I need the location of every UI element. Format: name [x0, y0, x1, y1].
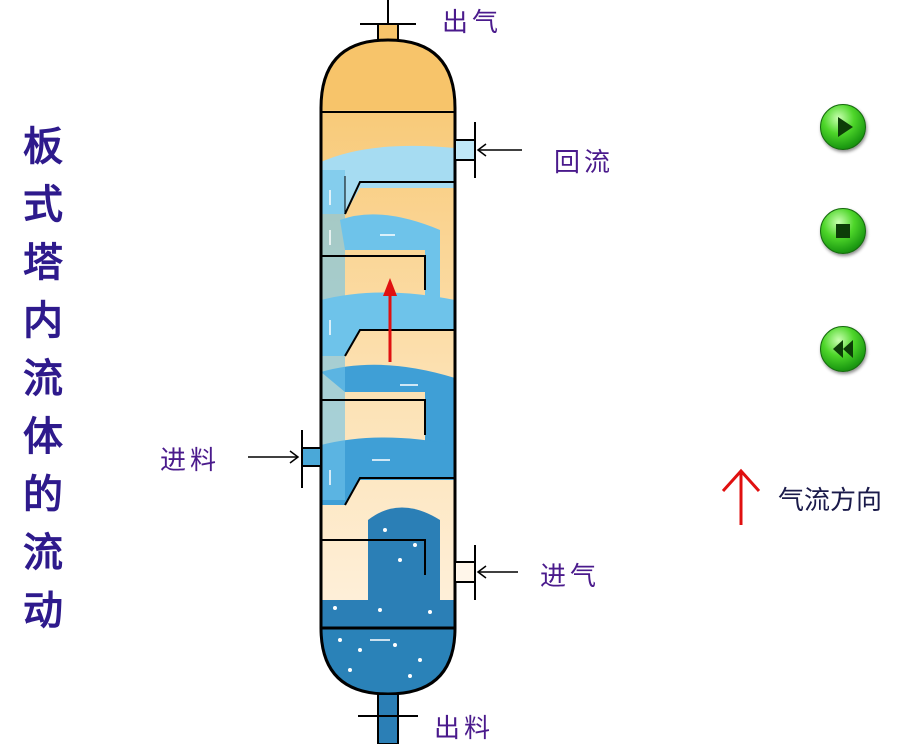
liquid-bubbles	[333, 528, 432, 678]
stop-button[interactable]	[820, 208, 866, 254]
title-char: 的	[23, 471, 63, 518]
title-char: 流	[23, 355, 63, 402]
gas-in-label: 进气	[540, 562, 601, 592]
title-char: 塔	[23, 239, 63, 286]
title-char: 式	[23, 181, 63, 228]
column-shell	[319, 38, 457, 696]
reflux-nozzle	[454, 122, 522, 178]
title-char: 流	[23, 529, 63, 576]
title-char: 内	[23, 297, 63, 344]
gas-outlet-nozzle	[360, 0, 416, 45]
stop-icon	[836, 224, 850, 238]
flow-lines	[329, 190, 418, 641]
title-char: 板	[23, 123, 63, 170]
column-interior	[321, 40, 455, 694]
gas-inlet-nozzle	[454, 545, 518, 600]
internal-gas-arrow	[383, 278, 397, 362]
plates	[321, 111, 455, 630]
title-char: 动	[23, 587, 63, 634]
gas-flow-legend-label: 气流方向	[778, 486, 883, 516]
gas-flow-arrow-icon	[721, 468, 761, 525]
play-button[interactable]	[820, 104, 866, 150]
liquid-out-label: 出料	[434, 714, 495, 744]
feed-nozzle	[248, 430, 322, 488]
reflux-label: 回流	[554, 148, 615, 178]
play-icon	[838, 117, 853, 137]
title-char: 体	[23, 413, 63, 460]
rewind-icon	[833, 340, 853, 358]
rewind-button[interactable]	[820, 326, 866, 372]
page-title: 板式塔内流体的流动	[18, 118, 68, 640]
gas-out-label: 出气	[442, 8, 503, 38]
liquid-outlet-nozzle	[358, 693, 418, 744]
feed-label: 进料	[160, 446, 221, 476]
